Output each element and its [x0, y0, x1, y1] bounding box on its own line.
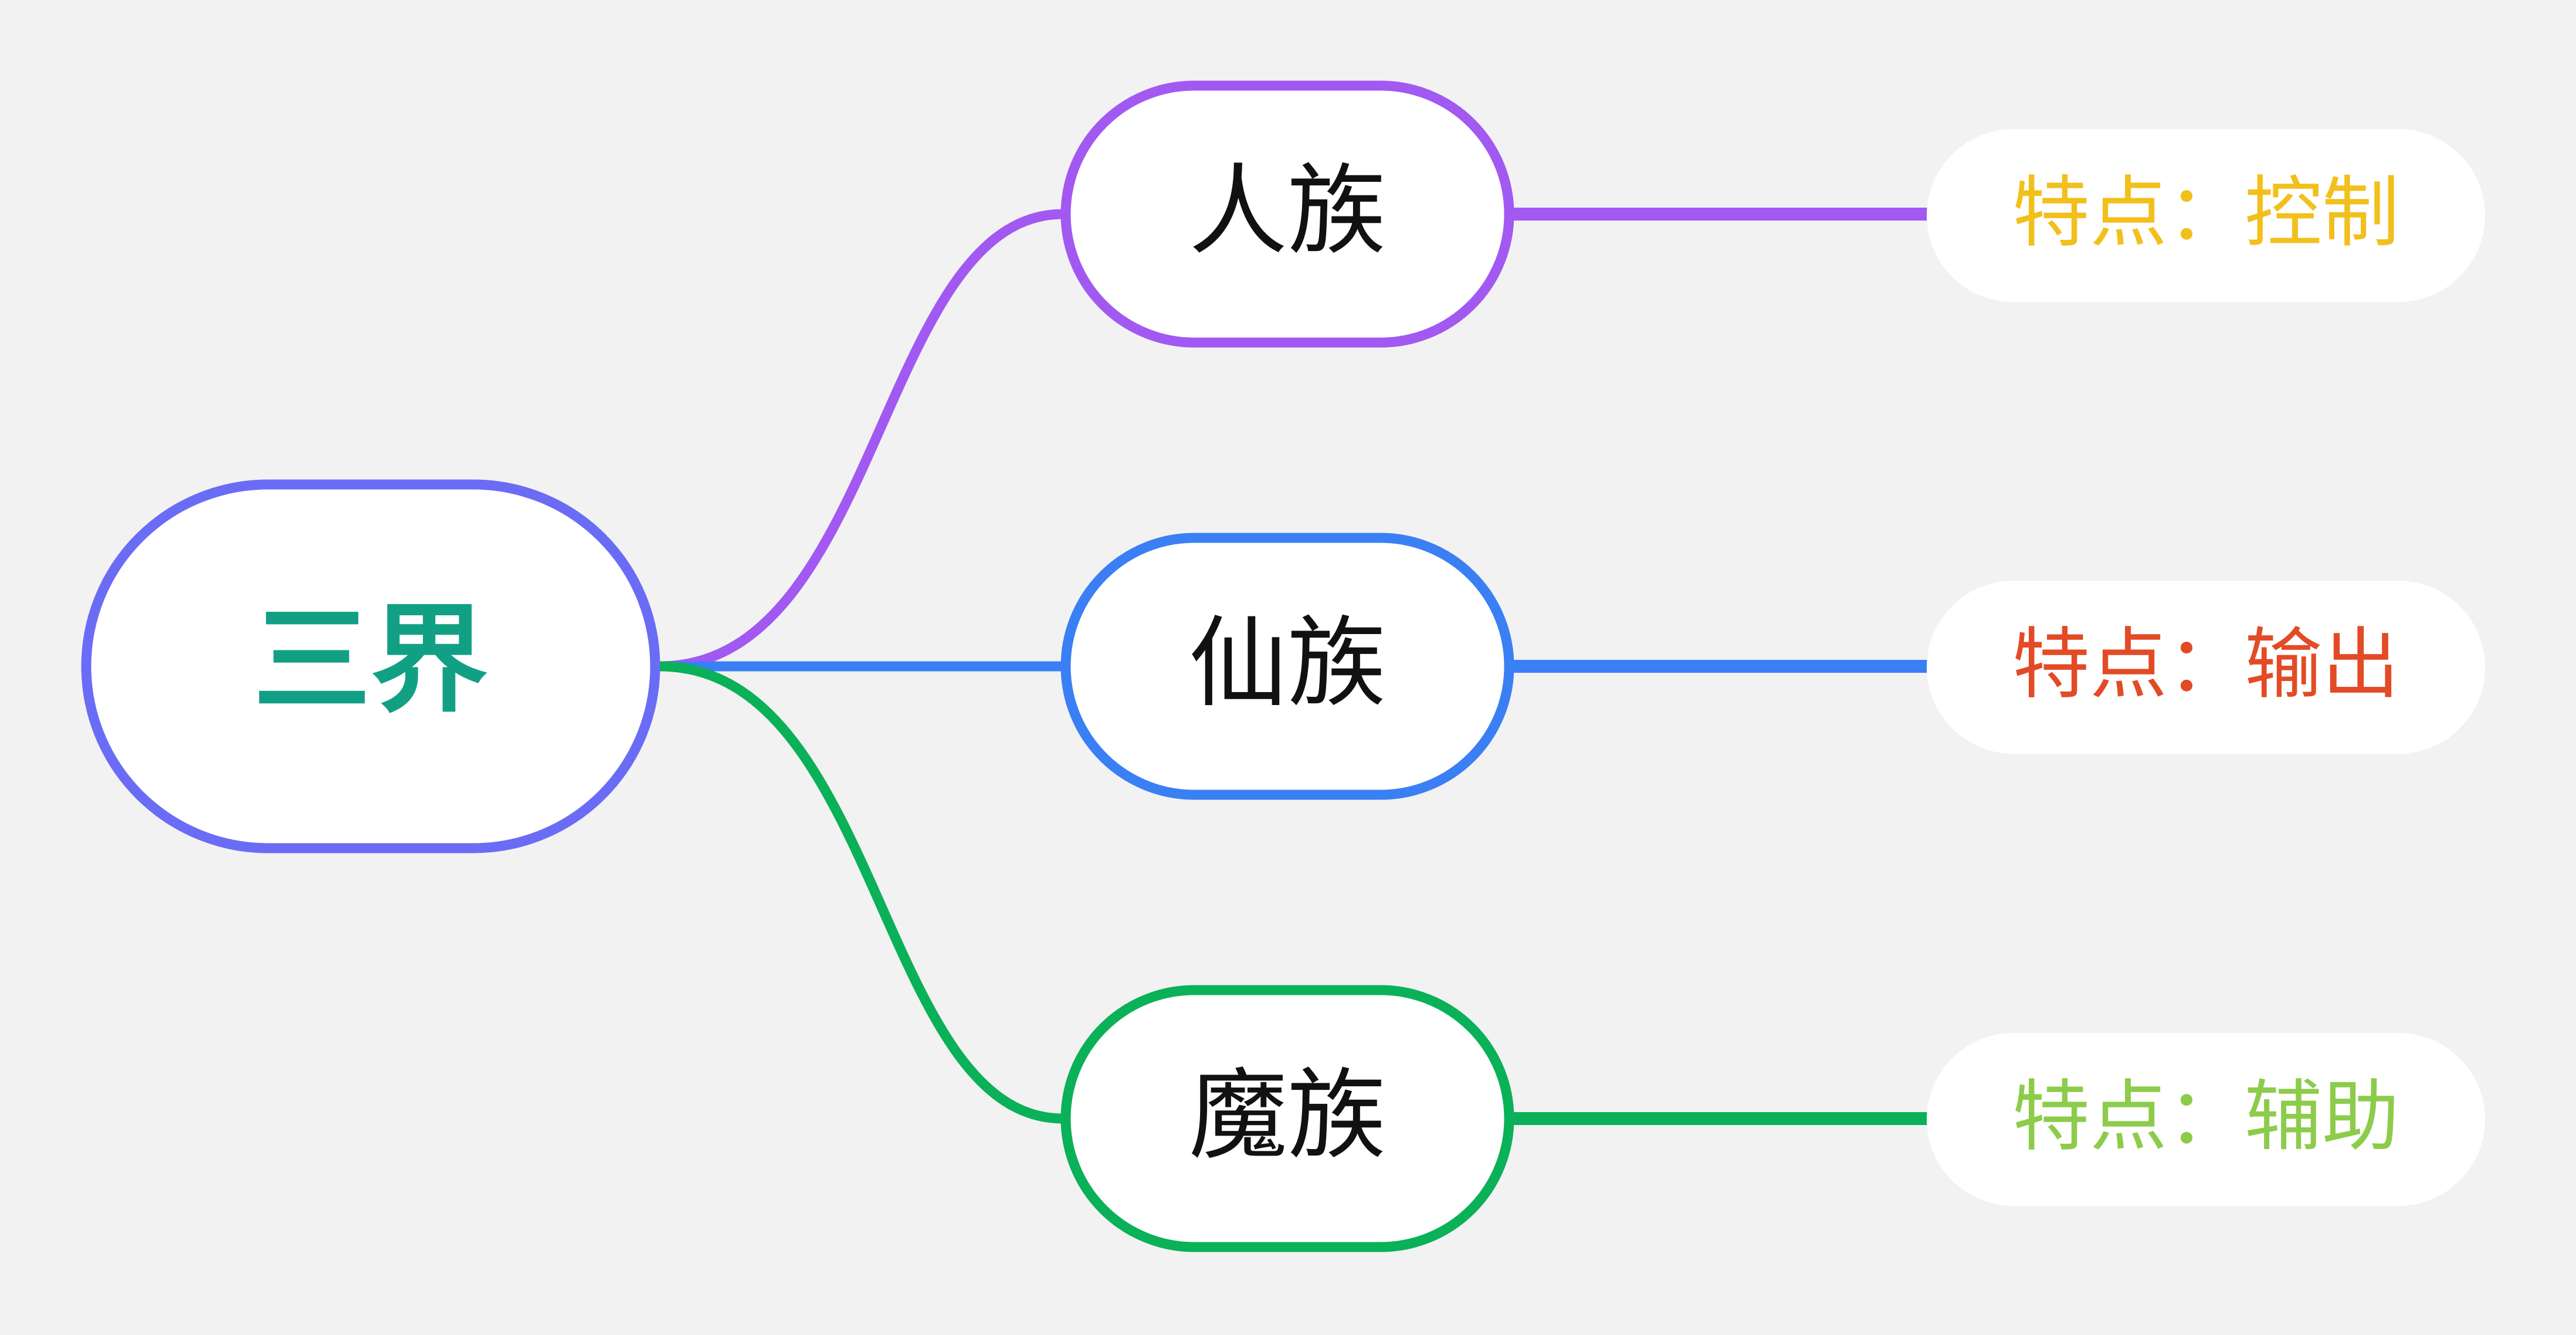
connector-root-branch-1: [659, 209, 1063, 672]
branch-node-box: [1060, 985, 1514, 1252]
detail-node-shuchu[interactable]: 特点：输出: [1927, 581, 2485, 754]
branch-node-label: 仙族: [1189, 606, 1386, 721]
root-node[interactable]: 三界: [81, 479, 660, 853]
detail-node-box: [1927, 581, 2485, 754]
branch-node-label: 人族: [1189, 154, 1386, 269]
root-node-box: [81, 479, 660, 853]
detail-node-box: [1927, 1033, 2485, 1206]
branch-node-box: [1060, 533, 1514, 800]
root-node-label: 三界: [253, 592, 488, 729]
detail-node-fuzhu[interactable]: 特点：辅助: [1927, 1033, 2485, 1206]
branch-node-box: [1060, 80, 1514, 348]
detail-node-label: 特点：控制: [2012, 168, 2399, 258]
branch-node-label: 魔族: [1189, 1058, 1386, 1173]
branch-node-mozu[interactable]: 魔族: [1060, 985, 1514, 1252]
detail-node-kongzhi[interactable]: 特点：控制: [1927, 129, 2485, 302]
detail-node-box: [1927, 129, 2485, 302]
connector-root-branch-3: [659, 661, 1063, 1124]
branch-node-renzu[interactable]: 人族: [1060, 80, 1514, 348]
detail-node-label: 特点：输出: [2012, 619, 2399, 710]
branch-node-xianzu[interactable]: 仙族: [1060, 533, 1514, 800]
detail-node-label: 特点：辅助: [2012, 1072, 2399, 1162]
